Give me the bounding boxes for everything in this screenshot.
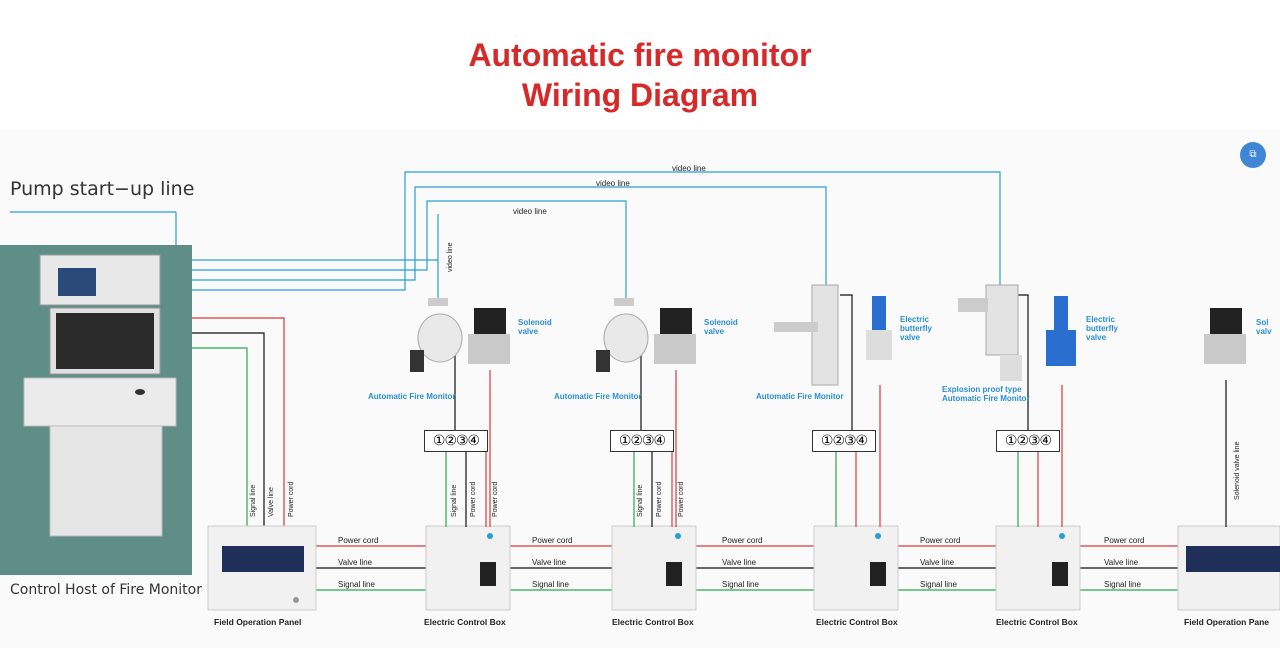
monitor-label-2: Automatic Fire Monitor [554,392,642,401]
valve-line-bus-label-3: Valve line [722,558,757,567]
solenoid-valve-3 [1204,308,1246,364]
power-cord-label-2b: Power cord [678,481,685,517]
valve-line-bus-label-2: Valve line [532,558,567,567]
butterfly-label-1: Electric butterfly valve [900,315,932,342]
video-lines [192,171,1001,298]
power-cord-bus-label-5: Power cord [1104,536,1145,545]
control-host-mouse [135,389,145,395]
field-panel-right [1177,525,1280,611]
butterfly-valve-2 [1046,296,1076,366]
control-box-label-4: Electric Control Box [996,617,1078,627]
control-host-label: Control Host of Fire Monitor [10,582,202,598]
solenoid-label-1: Solenoid valve [518,318,552,336]
power-cord-label-1a: Power cord [470,481,477,517]
field-panel-left [207,525,317,611]
fire-monitor-1 [410,298,463,372]
title-line-1: Automatic fire monitor [468,37,812,73]
explosion-proof-label: Explosion proof type Automatic Fire Moni… [942,385,1030,403]
signal-line-label-host: Signal line [250,484,257,517]
valve-line-bus-label-5: Valve line [1104,558,1139,567]
fire-monitor-3 [774,284,839,386]
solenoid-valve-2 [654,308,696,364]
butterfly-valve-1 [866,296,892,360]
fire-monitor-4 [958,284,1022,381]
monitor-label-3: Automatic Fire Monitor [756,392,844,401]
power-cord-bus-label-3: Power cord [722,536,763,545]
video-line-label-2: video line [596,179,630,188]
terminal-block-2: ①②③④ [610,430,674,452]
control-host-monitor [56,313,154,369]
solenoid-valve-line-label: Solenoid valve line [1234,441,1241,500]
power-cord-bus-label-2: Power cord [532,536,573,545]
control-host-desk [23,377,177,427]
signal-line-bus-label-2: Signal line [532,580,569,589]
control-box-4 [995,525,1081,611]
terminal-block-4: ①②③④ [996,430,1060,452]
control-box-2 [611,525,697,611]
monitor-label-1: Automatic Fire Monitor [368,392,456,401]
control-box-label-2: Electric Control Box [612,617,694,627]
signal-line-label-2: Signal line [637,484,644,517]
terminal-block-3: ①②③④ [812,430,876,452]
title-line-2: Wiring Diagram [521,77,759,113]
pump-startup-label: Pump start−up line [10,178,195,200]
field-panel-label-left: Field Operation Panel [214,617,302,627]
butterfly-label-2: Electric butterfly valve [1086,315,1118,342]
valve-line-bus-label-1: Valve line [338,558,373,567]
control-host-screen-small [58,268,96,296]
power-cord-label-1b: Power cord [492,481,499,517]
power-cord-bus-label-1: Power cord [338,536,379,545]
video-line-label-3: video line [513,207,547,216]
video-line-label-1: video line [672,164,706,173]
control-host-cabinet [49,425,163,537]
share-icon[interactable]: ⧉ [1240,142,1266,168]
video-line-label-vertical: video line [447,242,454,272]
signal-line-bus-label-1: Signal line [338,580,375,589]
terminal-block-1: ①②③④ [424,430,488,452]
solenoid-label-3: Sol valv [1256,318,1272,336]
valve-line-bus-label-4: Valve line [920,558,955,567]
signal-line-bus-label-3: Signal line [722,580,759,589]
signal-line-bus-label-4: Signal line [920,580,957,589]
solenoid-valve-1 [468,308,510,364]
valve-line-label-host: Valve line [268,487,275,517]
control-box-label-1: Electric Control Box [424,617,506,627]
signal-line-bus-label-5: Signal line [1104,580,1141,589]
solenoid-label-2: Solenoid valve [704,318,738,336]
control-box-1 [425,525,511,611]
control-box-label-3: Electric Control Box [816,617,898,627]
power-cord-bus-label-4: Power cord [920,536,961,545]
fire-monitor-2 [596,298,649,372]
field-panel-label-right: Field Operation Pane [1184,617,1270,627]
control-box-3 [813,525,899,611]
signal-line-label-1: Signal line [451,484,458,517]
power-cord-label-2a: Power cord [656,481,663,517]
power-cord-label-host: Power cord [288,481,295,517]
